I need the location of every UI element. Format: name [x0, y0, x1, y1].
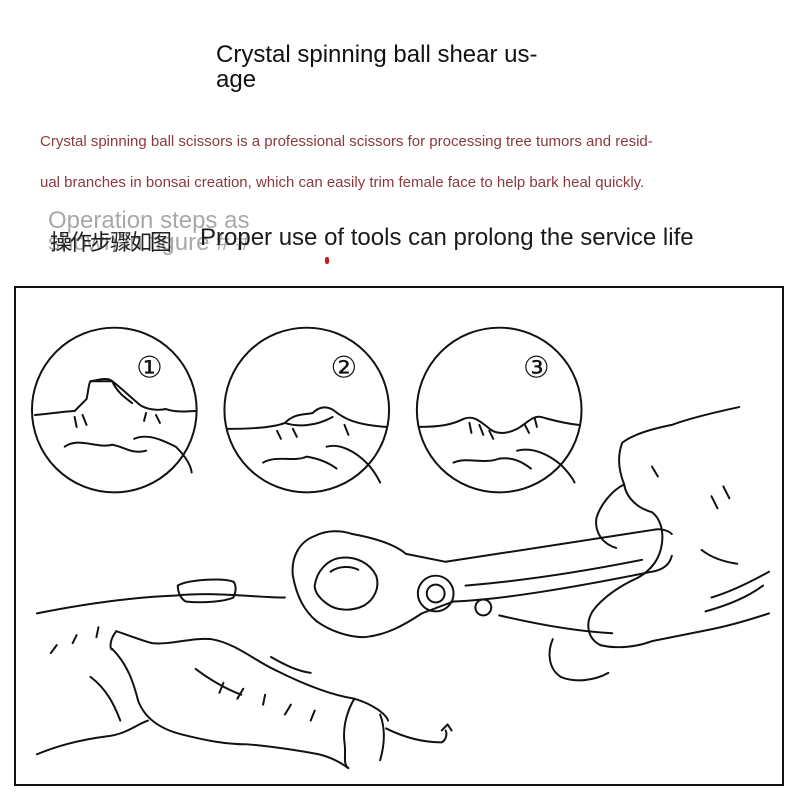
step-3-number: ③ — [523, 350, 550, 385]
step-1-circle — [30, 326, 198, 494]
description-line-2: ual branches in bonsai creation, which c… — [40, 174, 645, 191]
step-3-circle — [415, 326, 583, 494]
spinning-ball-shears — [291, 528, 673, 639]
page-title: Crystal spinning ball shear us- age — [216, 41, 538, 93]
service-life-caption: Proper use of tools can prolong the serv… — [200, 224, 694, 251]
bonsai-trunk — [35, 578, 453, 770]
step-1-diagram: ① — [30, 326, 198, 494]
chinese-caption: 操作步骤如图 — [50, 230, 172, 255]
description-line-1: Crystal spinning ball scissors is a prof… — [40, 133, 653, 150]
step-2-diagram: ② — [223, 326, 391, 494]
step-3-diagram: ③ — [415, 326, 583, 494]
red-mark — [325, 257, 329, 264]
step-2-circle — [223, 326, 391, 494]
ghost-operation-steps-text: Operation steps as shown in figure # # — [48, 207, 250, 256]
step-1-number: ① — [136, 350, 163, 385]
hand — [548, 406, 771, 682]
usage-illustration: ① ② ③ — [14, 286, 784, 786]
instruction-overlay: Operation steps as shown in figure # # 操… — [0, 205, 800, 275]
step-2-number: ② — [331, 350, 358, 385]
